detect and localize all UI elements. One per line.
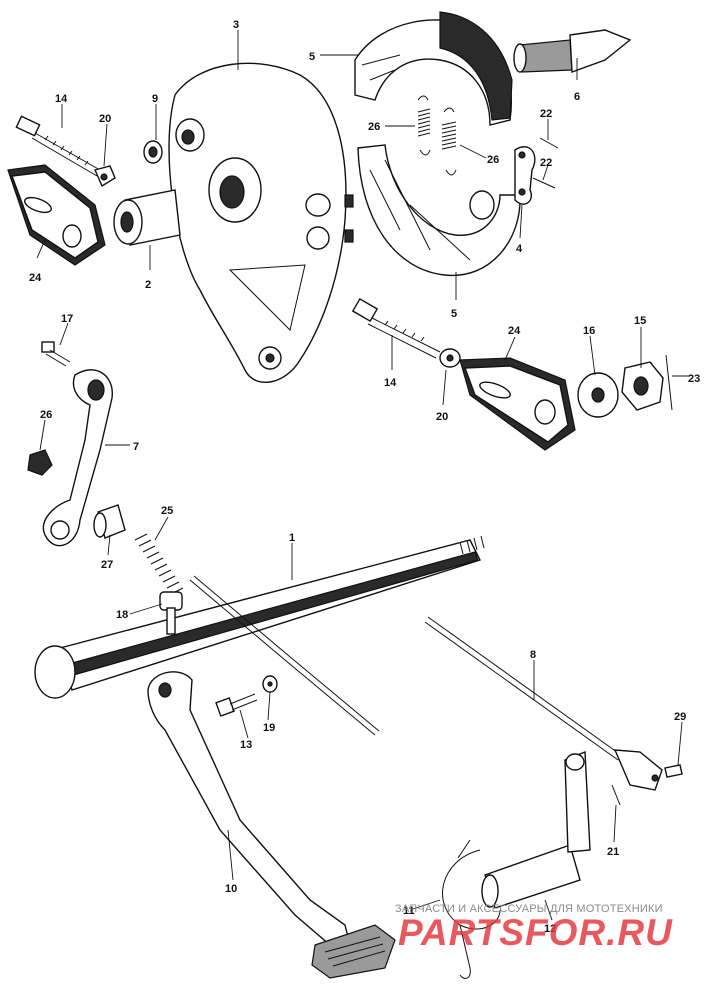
callout-23: 23 [688, 373, 700, 385]
brake-arm [42, 369, 113, 547]
return-spring [134, 533, 184, 595]
stop-switch-shaft [481, 750, 591, 909]
callout-16: 16 [583, 325, 595, 337]
rod-joint [93, 504, 126, 539]
callout-5-upper: 5 [309, 51, 315, 63]
callout-5-lower: 5 [451, 308, 457, 320]
callout-21: 21 [607, 846, 619, 858]
shoe-spring-right [441, 107, 457, 176]
callout-2: 2 [145, 279, 151, 291]
callout-25: 25 [161, 505, 173, 517]
callout-9-upper: 9 [152, 93, 158, 105]
callout-22-lower: 22 [540, 157, 552, 169]
dust-seal [143, 140, 163, 164]
leader-lines [36, 30, 690, 921]
brake-pedal [147, 671, 396, 979]
callout-17: 17 [61, 313, 73, 325]
callout-18: 18 [116, 609, 128, 621]
callout-22-upper: 22 [540, 108, 552, 120]
axle-cotter-pin [665, 354, 673, 411]
pedal-bolt [215, 693, 258, 717]
arm-nut [27, 449, 53, 476]
nut-left [94, 165, 116, 188]
nut-right [439, 348, 461, 368]
shoe-link [514, 146, 536, 205]
callout-28: 26 [40, 409, 52, 421]
callout-26-left: 26 [368, 121, 380, 133]
chain-adjuster-left [7, 164, 106, 266]
brake-panel [168, 62, 354, 384]
adjuster-bolt-left [15, 115, 101, 177]
callout-7: 7 [133, 441, 139, 453]
callout-19: 19 [263, 722, 275, 734]
chain-adjuster-right [459, 357, 576, 451]
rod-clevis [613, 749, 683, 791]
brake-rod [189, 575, 380, 736]
callout-1: 1 [289, 532, 295, 544]
pivot-shaft [34, 535, 485, 699]
callout-13: 13 [240, 739, 252, 751]
arm-bolt [41, 341, 71, 367]
callout-15: 15 [634, 315, 646, 327]
callout-20-left: 20 [99, 113, 111, 125]
adjuster-bolt-right [351, 297, 441, 359]
callout-14-right: 14 [384, 377, 397, 389]
callout-12: 12 [544, 923, 556, 935]
callout-4: 4 [516, 243, 523, 255]
callout-29: 29 [674, 711, 686, 723]
callout-labels: 3 5 6 14 20 9 26 26 22 22 4 24 2 5 24 16… [29, 19, 700, 935]
watermark-tagline: ЗАПЧАСТИ И АКСЕССУАРЫ ДЛЯ МОТОТЕХНИКИ [395, 903, 663, 915]
callout-24-left: 24 [29, 272, 42, 284]
callout-11: 11 [403, 905, 415, 917]
cotter-pin-lower [532, 177, 556, 189]
cotter-pin-upper [539, 137, 559, 149]
callout-3: 3 [233, 19, 239, 31]
washer [577, 372, 619, 418]
watermark-logo: PARTSFOR.RU [398, 912, 673, 953]
callout-10: 10 [225, 883, 237, 895]
axle-nut [621, 361, 664, 411]
brake-shoe-upper [354, 11, 513, 126]
shoe-spring-left [417, 95, 431, 156]
torsion-spring [442, 839, 501, 979]
brake-cam [513, 29, 632, 73]
callout-26-right: 26 [487, 154, 499, 166]
callout-14-left: 14 [55, 93, 68, 105]
pedal-washer [262, 675, 278, 693]
callout-6: 6 [574, 91, 580, 103]
callout-20-right: 20 [436, 411, 448, 423]
stop-cotter-pin [611, 784, 621, 806]
stopper-bolt [159, 591, 183, 635]
callout-8: 8 [530, 649, 536, 661]
callout-24-right: 24 [508, 325, 521, 337]
axle-spacer [113, 189, 181, 246]
callout-27: 27 [101, 559, 113, 571]
brake-rod-right [424, 616, 622, 761]
